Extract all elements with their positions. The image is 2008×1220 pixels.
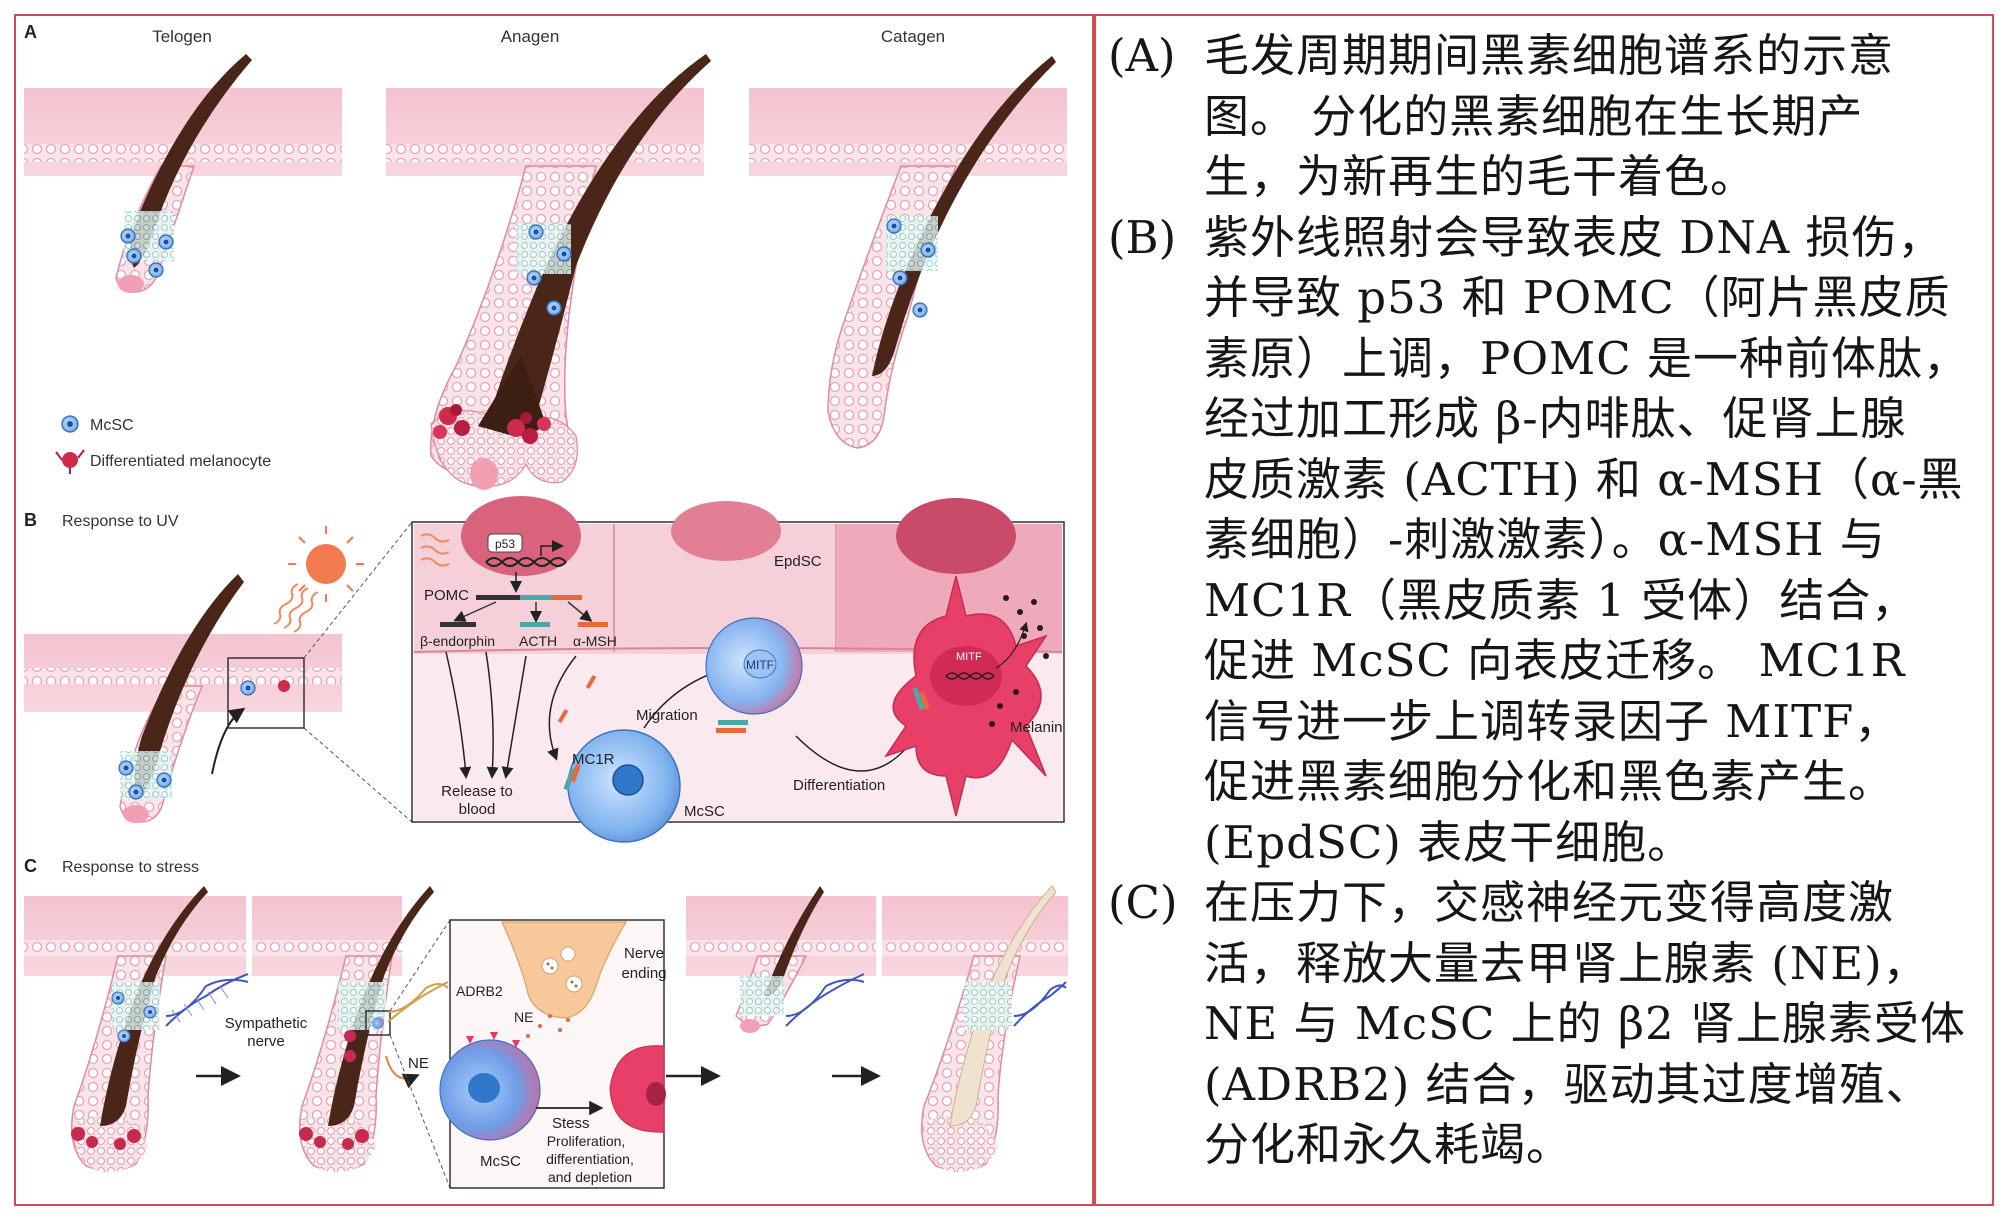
sun-icon xyxy=(288,526,364,602)
sympathetic-nerve-icon-2 xyxy=(387,981,449,1023)
adrb2-label: ADRB2 xyxy=(456,983,503,999)
panel-b-title: Response to UV xyxy=(62,513,179,530)
zoom-box xyxy=(227,521,413,823)
nerve-ending-icon xyxy=(501,921,628,1019)
mcsc-cell-large xyxy=(567,729,681,843)
legend-melanocyte-icon xyxy=(55,449,85,474)
melanocyte-large: MITF xyxy=(884,575,1048,817)
figure-frame xyxy=(14,14,1094,1206)
hair-cycle-figure: A Telogen Anagen Catagen xyxy=(24,22,1068,1189)
sympathetic-label-line2: nerve xyxy=(247,1033,285,1050)
mc1r-receptor-icon xyxy=(563,763,581,791)
outcome-label-2: differentiation, xyxy=(546,1151,634,1167)
p53-label: p53 xyxy=(495,537,515,551)
a-msh-fragments xyxy=(557,674,597,724)
stage-label-anagen: Anagen xyxy=(501,27,560,46)
a-msh-arrow xyxy=(547,655,577,761)
pomc-bar xyxy=(440,595,608,627)
ne-arrow xyxy=(385,1055,420,1089)
follicle-stress-4 xyxy=(921,885,1057,1173)
caption-label-b: (B) xyxy=(1108,210,1177,264)
nerve-ending-label: Nerve xyxy=(624,945,664,962)
mitf-label: MITF xyxy=(746,658,774,672)
mcsc-cells-telogen xyxy=(120,228,174,278)
differentiation-label: Differentiation xyxy=(793,777,885,794)
panel-b-letter: B xyxy=(24,510,37,530)
caption: (A) 毛发周期期间黑素细胞谱系的示意 图。 分化的黑素细胞在生长期产 生，为新… xyxy=(1108,26,1988,1176)
caption-label-a: (A) xyxy=(1108,29,1176,82)
release-label-line2: blood xyxy=(459,801,496,818)
b-endorphin-label: β-endorphin xyxy=(420,633,495,649)
stage-label-catagen: Catagen xyxy=(881,27,945,46)
legend: McSC Differentiated melanocyte xyxy=(55,415,271,474)
mcsc-stress-label: McSC xyxy=(480,1153,521,1170)
caption-paragraph-c: (C) 在压力下，交感神经元变得高度激 活，释放大量去甲肾上腺素 (NE)， N… xyxy=(1108,873,1988,1176)
melanin-granules xyxy=(989,595,1049,727)
ne-label: NE xyxy=(514,1009,533,1025)
follicle-stress-1 xyxy=(71,886,208,1173)
mcsc-cells-anagen xyxy=(526,224,572,316)
mc1r-label: MC1R xyxy=(572,751,615,768)
follicle-uv xyxy=(118,574,244,823)
caption-text-c: 在压力下，交感神经元变得高度激 活，释放大量去甲肾上腺素 (NE)， NE 与 … xyxy=(1204,876,1966,1171)
uv-rays-icon xyxy=(273,583,319,633)
panel-a: A Telogen Anagen Catagen xyxy=(24,22,1067,490)
sympathetic-nerve-icon-3 xyxy=(785,973,865,1027)
ne-arrow-label: NE xyxy=(408,1055,429,1072)
migration-label: Migration xyxy=(636,707,698,724)
follicle-stress-2 xyxy=(299,886,434,1173)
panel-a-letter: A xyxy=(24,22,37,42)
p53-gene-icon: p53 xyxy=(485,533,567,593)
panel-c-letter: C xyxy=(24,856,37,876)
caption-text-a: 毛发周期期间黑素细胞谱系的示意 图。 分化的黑素细胞在生长期产 生，为新再生的毛… xyxy=(1204,29,1895,203)
caption-paragraph-a: (A) 毛发周期期间黑素细胞谱系的示意 图。 分化的黑素细胞在生长期产 生，为新… xyxy=(1108,26,1988,208)
caption-frame xyxy=(1094,14,1994,1206)
migration-curve-arrow xyxy=(211,707,246,775)
caption-paragraph-b: (B) 紫外线照射会导致表皮 DNA 损伤， 并导致 p53 和 POMC（阿片… xyxy=(1108,208,1988,874)
mcsc-cells-catagen xyxy=(886,218,936,318)
mcsc-stressed-cell xyxy=(439,1032,541,1141)
release-label: Release to xyxy=(441,783,513,800)
stess-label: Stess xyxy=(552,1115,590,1132)
outcome-label-3: and depletion xyxy=(548,1169,632,1185)
legend-melanocyte-label: Differentiated melanocyte xyxy=(90,453,271,470)
mitf-migrating-cell: MITF xyxy=(705,617,803,733)
outcome-label-1: Proliferation, xyxy=(547,1133,626,1149)
melanin-label: Melanin xyxy=(1010,719,1063,736)
uv-rays-inset-icon xyxy=(420,533,450,567)
panel-c: C Response to stress xyxy=(24,856,1068,1189)
sympathetic-nerve-icon-1 xyxy=(165,973,249,1027)
acth-label: ACTH xyxy=(519,633,557,649)
skin-strip-catagen xyxy=(749,88,1067,176)
caption-text-b: 紫外线照射会导致表皮 DNA 损伤， 并导致 p53 和 POMC（阿片黑皮质 … xyxy=(1204,210,1969,869)
sympathetic-nerve-icon-4 xyxy=(1013,981,1067,1027)
nerve-ending-label-line2: ending xyxy=(621,965,666,982)
depleted-cell xyxy=(609,1045,666,1133)
zoom-line-bottom xyxy=(389,1034,451,1189)
sympathetic-label: Sympathetic xyxy=(225,1015,308,1032)
panel-b: B Response to UV xyxy=(24,496,1065,843)
release-arrows xyxy=(445,651,527,779)
caption-label-c: (C) xyxy=(1108,876,1178,929)
melanocyte-cluster-anagen xyxy=(433,404,551,444)
legend-mcsc-label: McSC xyxy=(90,417,134,434)
a-msh-label: α-MSH xyxy=(573,633,617,649)
follicle-stress-3 xyxy=(735,886,824,1033)
epdsc-label: EpdSC xyxy=(774,553,822,570)
stage-label-telogen: Telogen xyxy=(152,27,212,46)
pomc-label: POMC xyxy=(424,587,469,604)
ne-molecules xyxy=(526,1014,570,1038)
panel-c-title: Response to stress xyxy=(62,859,199,876)
follicle-catagen xyxy=(827,56,1056,449)
mitf-melanocyte-label: MITF xyxy=(956,651,982,663)
mcsc-inset-label: McSC xyxy=(684,803,725,820)
